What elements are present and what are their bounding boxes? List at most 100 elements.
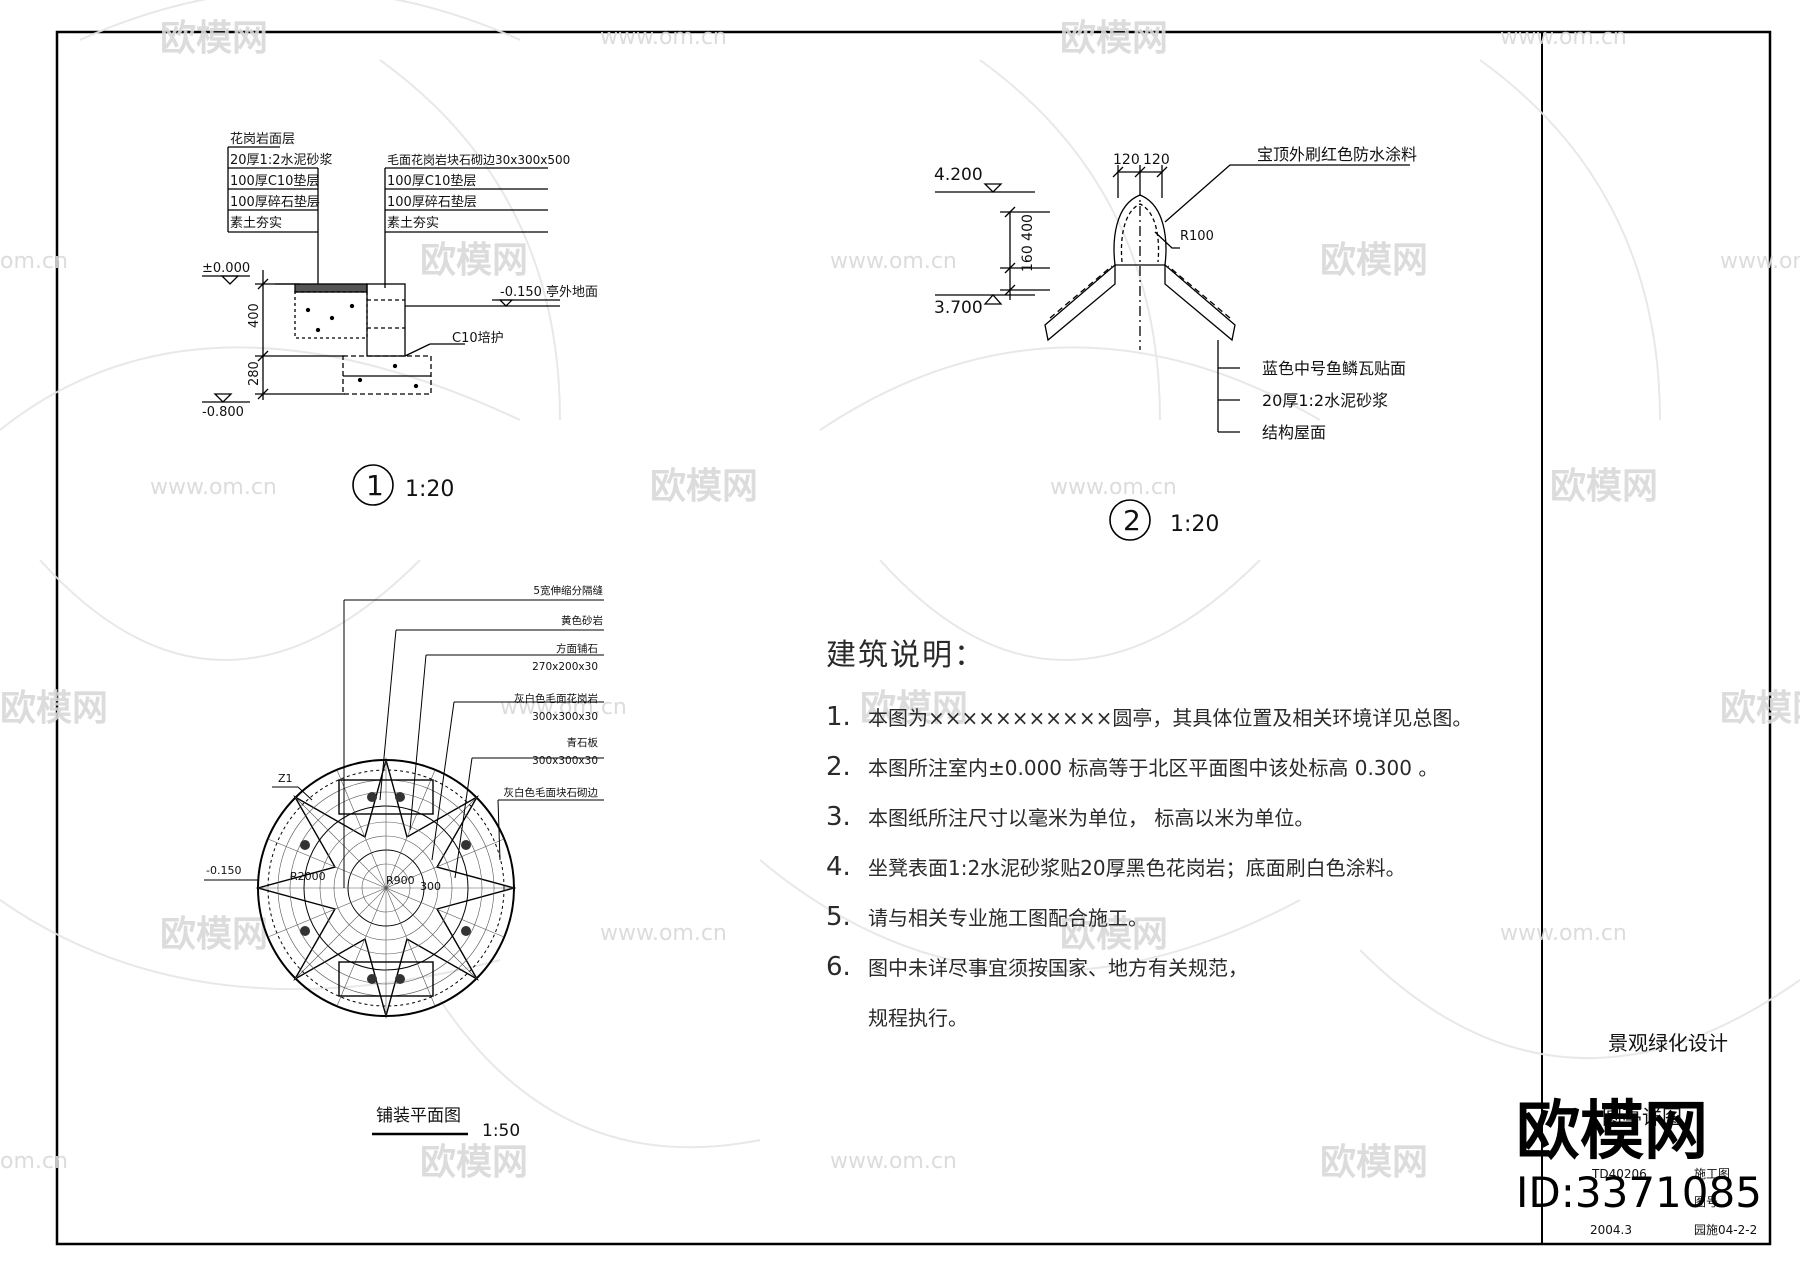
paving-plan <box>204 599 604 1136</box>
detail-1-number: 1 <box>366 469 384 502</box>
paving-scale: 1:50 <box>482 1121 520 1141</box>
watermark-brand: 欧模网 <box>1550 466 1658 507</box>
paving-callout-spec: 270x200x30 <box>532 661 598 673</box>
watermark-brand: 欧模网 <box>1060 914 1168 955</box>
notes-item: 3. 本图纸所注尺寸以毫米为单位， 标高以米为单位。 <box>826 802 1506 852</box>
watermark-url: om.cn <box>0 1149 68 1174</box>
paving-title: 铺装平面图 <box>376 1106 461 1126</box>
detail-1-layer-right: 100厚碎石垫层 <box>387 194 477 210</box>
detail-2-layer: 20厚1:2水泥砂浆 <box>1262 391 1388 410</box>
watermark-url: www.om.cn <box>1050 475 1177 500</box>
notes-item-number: 5. <box>826 902 851 932</box>
notes-item: 2. 本图所注室内±0.000 标高等于北区平面图中该处标高 0.300 。 <box>826 752 1506 802</box>
title-block-drawing: 圆亭详图 <box>1602 1105 1682 1129</box>
notes-item-number: 4. <box>826 852 851 882</box>
notes-item-text: 本图所注室内±0.000 标高等于北区平面图中该处标高 0.300 。 <box>868 756 1439 780</box>
detail-1-dim-lower: 280 <box>247 361 262 386</box>
title-block-phase: 施工图 <box>1694 1167 1730 1181</box>
watermark-brand: 欧模网 <box>420 240 528 281</box>
paving-callout-spec: 300x300x30 <box>532 711 598 723</box>
detail-2-radius: R100 <box>1180 229 1214 244</box>
paving-plan-labels: 5宽伸缩分隔缝 黄色砂岩 方面铺石 270x200x30 灰白色毛面花岗岩 30… <box>206 584 603 1141</box>
notes-item-number: 3. <box>826 802 851 832</box>
notes-item: 5. 请与相关专业施工图配合施工。 <box>826 902 1506 952</box>
notes-item-text: 图中未详尽事宜须按国家、地方有关规范， <box>868 956 1248 980</box>
watermark-url: www.om.cn <box>1500 25 1627 50</box>
watermark-brand: 欧模网 <box>1060 18 1168 59</box>
detail-1-elev-bottom: -0.800 <box>202 405 244 420</box>
notes-item: 1. 本图为×××××××××××圆亭，其具体位置及相关环境详见总图。 <box>826 702 1506 752</box>
detail-1-protect-label: C10培护 <box>452 330 504 346</box>
watermark-url: www.om.cn <box>830 249 957 274</box>
construction-notes: 建筑说明： 1. 本图为×××××××××××圆亭，其具体位置及相关环境详见总图… <box>826 630 1506 1042</box>
notes-item-number: 1. <box>826 702 851 732</box>
detail-2-dim-b: 120 <box>1143 152 1170 168</box>
paving-callout: 青石板 <box>567 736 599 749</box>
watermark-url: om.cn <box>0 249 68 274</box>
notes-item: 6. 图中未详尽事宜须按国家、地方有关规范， <box>826 952 1506 1002</box>
detail-2-elev-bottom: 3.700 <box>934 298 983 318</box>
detail-1-layer-right: 素土夯实 <box>387 216 439 231</box>
title-block-date: 2004.3 <box>1590 1223 1632 1237</box>
watermark-url: www.om.cn <box>600 921 727 946</box>
title-block-sheet-no: 园施04-2-2 <box>1694 1223 1757 1237</box>
detail-2-elev-top: 4.200 <box>934 165 983 185</box>
paving-callout: 灰白色毛面花岗岩 <box>514 692 598 705</box>
paving-callout: 灰白色毛面块石砌边 <box>504 786 599 799</box>
paving-radius-inner: R900 <box>386 874 415 887</box>
detail-2-dim-vertical: 160 400 <box>1020 214 1036 272</box>
detail-1-layer-left: 花岗岩面层 <box>230 131 295 147</box>
paving-dim-small: 300 <box>420 880 441 893</box>
watermark-brand: 欧模网 <box>860 688 968 729</box>
detail-1-labels: 花岗岩面层 20厚1:2水泥砂浆 100厚C10垫层 100厚碎石垫层 素土夯实… <box>202 131 598 502</box>
detail-1-layer-left: 20厚1:2水泥砂浆 <box>230 153 332 168</box>
notes-item-text: 本图为×××××××××××圆亭，其具体位置及相关环境详见总图。 <box>868 706 1473 730</box>
detail-1-elev-outside: -0.150 亭外地面 <box>500 284 598 300</box>
paving-callout: 5宽伸缩分隔缝 <box>533 584 603 597</box>
drawing-border <box>55 30 1772 1246</box>
notes-continuation: 规程执行。 <box>868 1006 968 1030</box>
stamp-brand: 欧模网 <box>1516 1095 1708 1169</box>
detail-2-scale: 1:20 <box>1170 512 1219 537</box>
notes-item-number: 6. <box>826 952 851 982</box>
detail-1-layer-right: 100厚C10垫层 <box>387 173 476 189</box>
notes-item: 4. 坐凳表面1:2水泥砂浆贴20厚黑色花岗岩；底面刷白色涂料。 <box>826 852 1506 902</box>
watermark-brand: 欧模网 <box>1320 240 1428 281</box>
detail-1-scale: 1:20 <box>405 477 454 502</box>
paving-callout: 方面铺石 <box>556 642 598 655</box>
detail-1-layer-left: 100厚碎石垫层 <box>230 194 320 210</box>
watermark-layer: 欧模网 www.om.cn 欧模网 www.om.cn om.cn 欧模网 ww… <box>0 0 1800 1183</box>
paving-radius-outer: R2000 <box>290 870 326 883</box>
detail-2-callout-top: 宝顶外刷红色防水涂料 <box>1257 145 1417 164</box>
detail-1-layer-left: 100厚C10垫层 <box>230 173 319 189</box>
paving-elev: -0.150 <box>206 864 241 877</box>
stamp-id: ID:3371085 <box>1516 1168 1762 1217</box>
title-block-sheet-label: 图号 <box>1694 1195 1718 1209</box>
detail-2-layer: 蓝色中号鱼鳞瓦贴面 <box>1262 359 1406 378</box>
watermark-brand: 欧模网 <box>1320 1142 1428 1183</box>
notes-item-text: 本图纸所注尺寸以毫米为单位， 标高以米为单位。 <box>868 806 1315 830</box>
detail-2-layer: 结构屋面 <box>1262 423 1326 442</box>
notes-item-text: 坐凳表面1:2水泥砂浆贴20厚黑色花岗岩；底面刷白色涂料。 <box>868 856 1406 880</box>
watermark-brand: 欧模网 <box>420 1142 528 1183</box>
detail-2-section <box>935 164 1410 541</box>
detail-2-dim-a: 120 <box>1113 152 1140 168</box>
watermark-url: www.om.cn <box>1720 249 1800 274</box>
watermark-url: www.om.cn <box>600 25 727 50</box>
watermark-url: www.om.cn <box>500 695 627 720</box>
detail-1-section <box>202 146 560 506</box>
watermark-brand: 欧模网 <box>0 688 108 729</box>
watermark-url: www.om.cn <box>830 1149 957 1174</box>
title-block-code: TD40206 <box>1591 1167 1647 1181</box>
detail-1-layer-right: 毛面花岗岩块石砌边30x300x500 <box>387 152 570 167</box>
watermark-brand: 欧模网 <box>1720 688 1800 729</box>
detail-1-layer-left: 素土夯实 <box>230 216 282 231</box>
watermark-url: www.om.cn <box>150 475 277 500</box>
paving-label-z1: Z1 <box>278 772 293 785</box>
paving-callout: 黄色砂岩 <box>561 614 603 627</box>
notes-heading: 建筑说明： <box>826 638 986 673</box>
detail-2-number: 2 <box>1123 504 1141 537</box>
watermark-url: www.om.cn <box>1500 921 1627 946</box>
watermark-brand: 欧模网 <box>160 914 268 955</box>
